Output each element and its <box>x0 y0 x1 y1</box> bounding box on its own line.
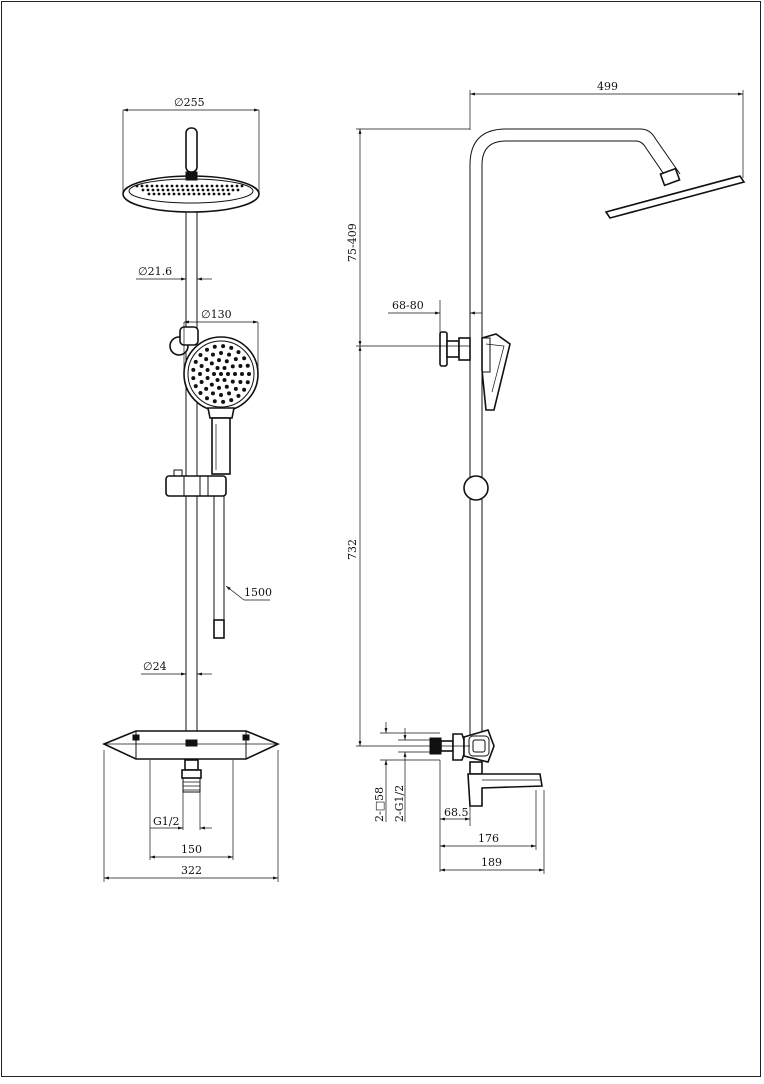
dim-hose-length: 1500 <box>225 585 272 601</box>
dim-inlet-thread-label: G1/2 <box>153 815 180 828</box>
dim-riser-height: 732 <box>346 346 362 746</box>
dim-pipe-diameter: ∅21.6 <box>136 265 212 281</box>
dim-spout-offset: 68.5 <box>439 760 471 872</box>
slide-holder <box>165 469 227 497</box>
side-riser-and-arm <box>469 128 681 737</box>
front-riser-pipe <box>185 127 198 745</box>
dim-wall-offset-label: 68-80 <box>392 299 424 312</box>
shower-hose <box>213 496 225 639</box>
dim-spout-reach-1: 176 <box>440 790 537 850</box>
dim-inlet-spacing-label: 150 <box>181 843 202 856</box>
dim-adjust-height: 75-409 <box>346 129 362 346</box>
rain-shower-head <box>122 171 260 213</box>
dim-head-diameter: ∅255 <box>122 96 260 194</box>
dim-adjust-height-label: 75-409 <box>346 223 359 262</box>
dim-riser-diameter: ∅24 <box>141 660 212 676</box>
side-hand-shower <box>439 331 511 411</box>
dim-arm-reach-label: 499 <box>597 80 618 93</box>
dim-riser-diameter-label: ∅24 <box>143 660 167 673</box>
dim-wall-offset: 68-80 <box>388 299 482 334</box>
dim-mixer-width: 322 <box>103 750 279 882</box>
side-view: 499 75-409 68-80 732 2-□58 <box>346 80 746 874</box>
dim-hand-shower-diameter-label: ∅130 <box>201 308 232 321</box>
dim-spout-reach-2-label: 189 <box>481 856 502 869</box>
mixer-body <box>102 730 280 793</box>
dim-pipe-diameter-label: ∅21.6 <box>138 265 172 278</box>
dim-spout-reach-2: 189 <box>440 790 545 874</box>
dim-hose-length-label: 1500 <box>244 586 272 599</box>
front-view: ∅255 ∅21.6 ∅130 1500 ∅24 <box>102 96 280 882</box>
dim-hand-shower-diameter: ∅130 <box>183 308 259 374</box>
dim-spout-offset-label: 68.5 <box>444 806 469 819</box>
dim-riser-height-label: 732 <box>346 539 359 560</box>
dim-square-connector: 2-□58 <box>373 722 440 822</box>
dim-inlet-thread: G1/2 <box>150 792 212 830</box>
hand-shower <box>169 326 259 475</box>
dim-square-connector-label: 2-□58 <box>373 787 386 822</box>
dim-spout-reach-1-label: 176 <box>478 832 499 845</box>
dim-arm-reach: 499 <box>469 80 744 178</box>
dim-head-diameter-label: ∅255 <box>174 96 205 109</box>
side-rain-head <box>604 167 746 219</box>
dim-inlet-spacing: 150 <box>149 760 234 860</box>
dim-mixer-width-label: 322 <box>181 864 202 877</box>
dim-connector-thread-label: 2-G1/2 <box>393 785 406 822</box>
side-slide-knob <box>463 475 489 501</box>
dim-connector-thread: 2-G1/2 <box>393 728 432 822</box>
side-mixer <box>429 729 543 807</box>
